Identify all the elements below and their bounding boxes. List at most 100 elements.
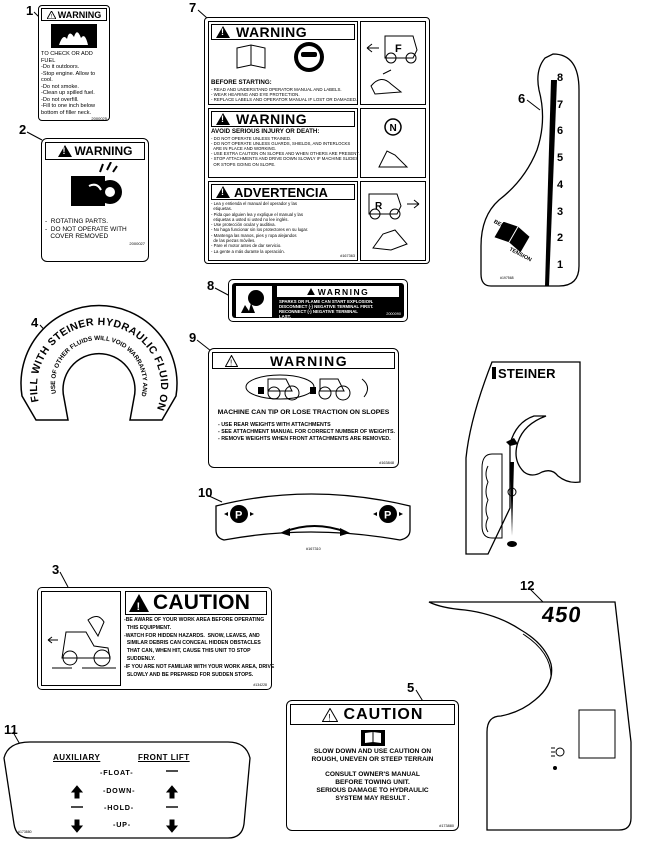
caution-line: SLOWLY AND BE PREPARED FOR SUDDEN STOPS.	[124, 671, 254, 678]
fuel-warning-line: bottom of filler neck.	[41, 109, 92, 116]
tension-scale-wedge	[545, 80, 557, 286]
svg-text:N: N	[390, 123, 397, 134]
advertencia-line: - Pida que alguien lea y explique el man…	[211, 211, 303, 217]
neutral-pedal-icon: N	[378, 118, 409, 168]
advertencia-line: etiquetas.	[211, 206, 233, 212]
advertencia-line: - Use protección ocular y auditiva.	[211, 222, 276, 228]
fuel-warning-line: -Do not smoke.	[41, 83, 79, 90]
battery-warning-title-bar: WARNING	[277, 286, 399, 297]
tension-scale-number: 5	[557, 152, 564, 165]
fuel-warning-line: -Do not overfill.	[41, 96, 79, 103]
slope-warning-line: - SEE ATTACHMENT MANUAL FOR CORRECT NUMB…	[218, 429, 395, 435]
callout-8: 8	[207, 278, 215, 293]
park-brake-part-number: #167310	[306, 547, 321, 551]
explosion-icon	[236, 286, 272, 317]
fuel-warning-header: ! WARNING	[41, 8, 107, 21]
slope-warning-part-number: #163848	[379, 461, 394, 465]
tractor-weights-icon	[245, 374, 368, 401]
caution-text: -BE AWARE OF YOUR WORK AREA BEFORE OPERA…	[124, 617, 274, 679]
callout-4: 4	[31, 315, 39, 330]
slope-warning-subtitle: MACHINE CAN TIP OR LOSE TRACTION ON SLOP…	[217, 409, 390, 416]
towing-caution-title: CAUTION	[343, 705, 424, 723]
avoid-injury-line: - STOP ATTACHMENTS AND DRIVE DOWN SLOWLY…	[211, 156, 359, 162]
auxiliary-down-arrow-icon	[70, 785, 84, 799]
towing-caution-line: SYSTEM MAY RESULT .	[335, 795, 410, 802]
rotating-parts-warning-decal: WARNING - ROTATING PARTS.- DO NOT OPERAT…	[41, 138, 149, 262]
before-starting-line: - READ AND UNDERSTAND OPERATOR MANUAL AN…	[211, 86, 342, 92]
belt-tension-part-number: #197568	[500, 276, 514, 280]
warning-triangle-icon: !	[225, 354, 238, 367]
fuel-warning-line: -Clean up spilled fuel.	[41, 90, 95, 96]
warning-triangle-icon: !	[46, 10, 56, 19]
warning-triangle-icon	[216, 113, 230, 125]
hydraulic-fluid-decal: FILL WITH STEINER HYDRAULIC FLUID ONLY U…	[18, 302, 178, 421]
rotating-parts-header: WARNING	[45, 142, 145, 160]
advertencia-title: ADVERTENCIA	[234, 184, 328, 200]
before-starting-text: - READ AND UNDERSTAND OPERATOR MANUAL AN…	[211, 86, 357, 103]
caution-header: ! CAUTION	[125, 591, 267, 615]
auxiliary-up-arrow-icon	[70, 819, 84, 833]
avoid-injury-panel: WARNING AVOID SERIOUS INJURY OR DEATH: -…	[208, 108, 360, 178]
warning-triangle-icon	[216, 26, 230, 38]
slope-warning-text: - USE REAR WEIGHTS WITH ATTACHMENTS- SEE…	[212, 422, 395, 443]
callout-11: 11	[4, 722, 18, 737]
battery-warning-text: SPARKS OR FLAME CAN START EXPLOSION.DISC…	[279, 299, 373, 319]
before-starting-panel: WARNING BEFORE STARTING: - READ AND UNDE…	[208, 21, 358, 105]
caution-line: SUDDENLY.	[124, 655, 156, 662]
slope-warning-title: WARNING	[270, 352, 349, 369]
warning-triangle-icon	[57, 145, 72, 157]
park-right-letter: P	[384, 510, 391, 522]
steiner-brand-logo: STEINER	[492, 366, 576, 381]
callout-9: 9	[189, 330, 197, 345]
manual-and-ppe-icon	[236, 42, 324, 72]
rotating-parts-text: - ROTATING PARTS.- DO NOT OPERATE WITH C…	[45, 218, 145, 241]
before-starting-heading: BEFORE STARTING:	[211, 79, 272, 86]
tension-scale-number: 3	[557, 205, 564, 218]
battery-warning-title: WARNING	[317, 286, 370, 297]
hidden-obstacle-tractor-icon	[47, 616, 116, 669]
battery-warning-line: LAST.	[279, 314, 291, 319]
model-450-console-decal	[428, 601, 632, 831]
svg-text:!: !	[328, 712, 331, 722]
slope-warning-header: ! WARNING	[212, 352, 395, 369]
safety-decal-part-number: #167363	[340, 253, 355, 258]
caution-triangle-icon: !	[321, 707, 338, 722]
caution-pictogram-panel	[41, 591, 121, 686]
tension-scale-number: 8	[557, 72, 564, 84]
warning-header-2: WARNING	[211, 111, 355, 127]
avoid-injury-line: - DO NOT OPERATE UNLESS TRAINED.	[211, 135, 292, 141]
callout-5: 5	[407, 680, 415, 695]
advertencia-line: - No haga funcionar sin los protectores …	[211, 227, 309, 233]
fuel-warning-line: -Do it outdoors.	[41, 64, 80, 70]
float-label: -FLOAT-	[100, 768, 134, 777]
model-number: 450	[540, 602, 584, 627]
avoid-injury-text: - DO NOT OPERATE UNLESS TRAINED.- DO NOT…	[211, 135, 360, 167]
callout-1: 1	[26, 3, 34, 18]
fuel-warning-line: -Fill to one inch below	[41, 103, 96, 109]
rotating-parts-line: - DO NOT OPERATE WITH	[45, 225, 127, 233]
towing-caution-line: ROUGH, UNEVEN OR STEEP TERRAIN	[311, 756, 434, 763]
battery-warning-line: SPARKS OR FLAME CAN START EXPLOSION.	[279, 299, 374, 304]
fuel-warning-line: TO CHECK OR ADD	[41, 51, 93, 57]
down-label: -DOWN-	[103, 786, 136, 795]
fuel-warning-title: WARNING	[57, 9, 102, 20]
towing-caution-line: SERIOUS DAMAGE TO HYDRAULIC	[316, 787, 429, 794]
reverse-pedal-icon: R	[368, 193, 420, 251]
warning-triangle-icon	[306, 288, 315, 295]
slope-warning-decal: ! WARNING MACHINE CAN TIP OR LOSE TRACTI…	[208, 348, 399, 468]
fuel-warning-line: cool.	[41, 77, 53, 83]
belt-tension-book-icon	[494, 222, 530, 252]
advertencia-line: etiquetas a usted si usted no lee inglés…	[211, 216, 289, 222]
steiner-console-decal	[465, 361, 581, 555]
reverse-pictogram-panel: R	[360, 181, 426, 261]
advertencia-text: - Lea y entienda el manual del operador …	[211, 201, 355, 254]
warning-header-1: WARNING	[211, 24, 355, 40]
advertencia-panel: ADVERTENCIA - Lea y entienda el manual d…	[208, 181, 358, 261]
avoid-injury-line: - USE EXTRA CAUTION ON SLOPES AND WHEN O…	[211, 151, 360, 157]
svg-text:R: R	[375, 201, 383, 212]
slope-warning-line: - USE REAR WEIGHTS WITH ATTACHMENTS	[218, 422, 331, 428]
avoid-injury-line: ARE IN PLACE AND WORKING.	[211, 145, 277, 151]
avoid-injury-line: - DO NOT OPERATE UNLESS GUARDS, SHIELDS,…	[211, 140, 351, 146]
